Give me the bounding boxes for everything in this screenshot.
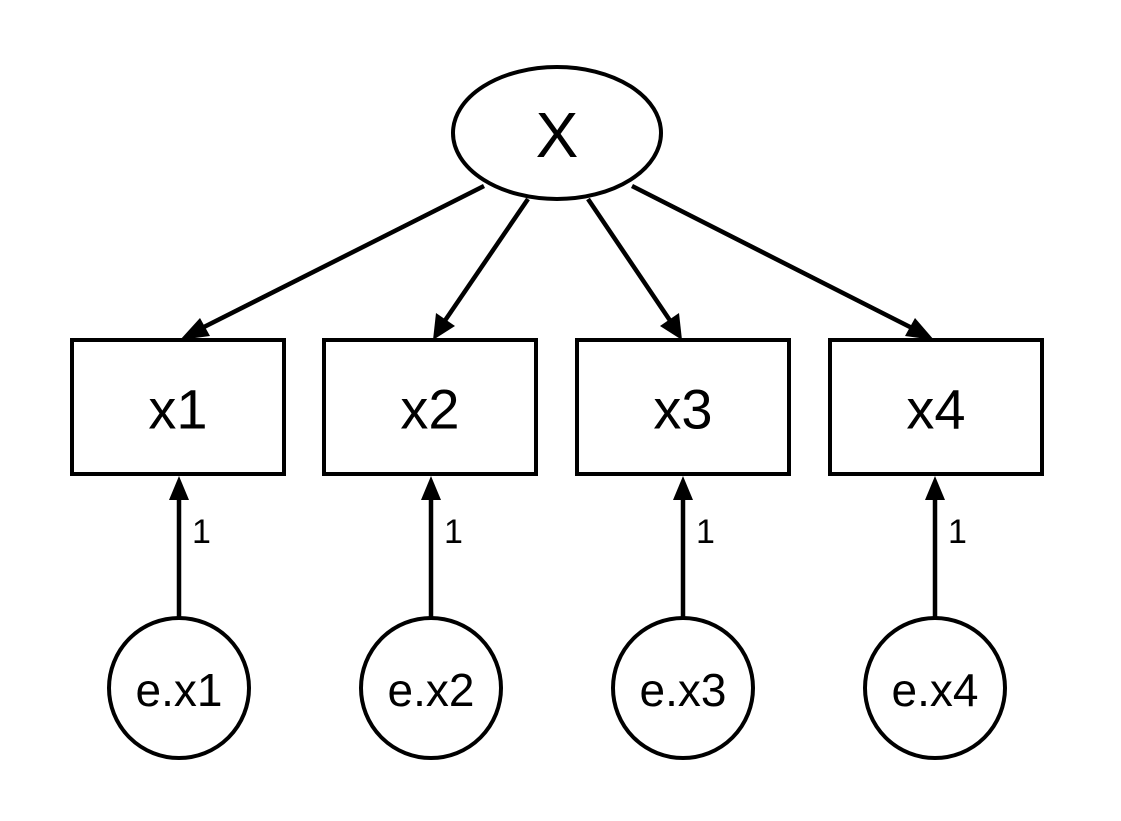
observed-box: [575, 338, 791, 476]
edge-X-to-x1: [200, 183, 486, 331]
arrowhead-ex2: [421, 476, 441, 500]
observed-label: x4: [906, 378, 965, 441]
loading-weight-ex4: 1: [948, 513, 967, 551]
error-node-ex4: e.x4: [863, 616, 1007, 760]
error-circle: [107, 616, 251, 760]
edge-X-to-x2: [442, 197, 530, 324]
observed-box: [322, 338, 538, 476]
observed-node-x1: x1: [70, 338, 286, 476]
edge-X-to-x3: [586, 197, 673, 324]
error-label: e.x3: [640, 664, 727, 716]
observed-node-x2: x2: [322, 338, 538, 476]
arrowhead-x2: [433, 313, 455, 340]
error-label: e.x1: [136, 664, 223, 716]
observed-box: [828, 338, 1044, 476]
error-label: e.x4: [892, 664, 979, 716]
error-node-ex1: e.x1: [107, 616, 251, 760]
factor-loading-edges: [180, 183, 934, 340]
error-circle: [359, 616, 503, 760]
error-node-ex2: e.x2: [359, 616, 503, 760]
arrowhead-x1: [180, 318, 210, 340]
loading-weight-ex3: 1: [696, 513, 715, 551]
error-edges: [169, 476, 945, 618]
edge-X-to-x4: [630, 183, 914, 331]
error-circle: [863, 616, 1007, 760]
observed-box: [70, 338, 286, 476]
observed-label: x1: [148, 378, 207, 441]
error-label: e.x2: [388, 664, 475, 716]
error-node-ex3: e.x3: [611, 616, 755, 760]
loading-weight-ex1: 1: [192, 513, 211, 551]
arrowhead-ex3: [673, 476, 693, 500]
arrowhead-ex1: [169, 476, 189, 500]
observed-label: x3: [653, 378, 712, 441]
arrowhead-ex4: [925, 476, 945, 500]
observed-label: x2: [400, 378, 459, 441]
observed-node-x3: x3: [575, 338, 791, 476]
observed-node-x4: x4: [828, 338, 1044, 476]
loading-weight-ex2: 1: [444, 513, 463, 551]
error-circle: [611, 616, 755, 760]
arrowhead-x4: [905, 318, 934, 340]
latent-ellipse: [451, 65, 663, 201]
latent-label: X: [536, 99, 579, 171]
arrowhead-x3: [660, 313, 682, 340]
latent-node-X: X: [451, 65, 663, 201]
